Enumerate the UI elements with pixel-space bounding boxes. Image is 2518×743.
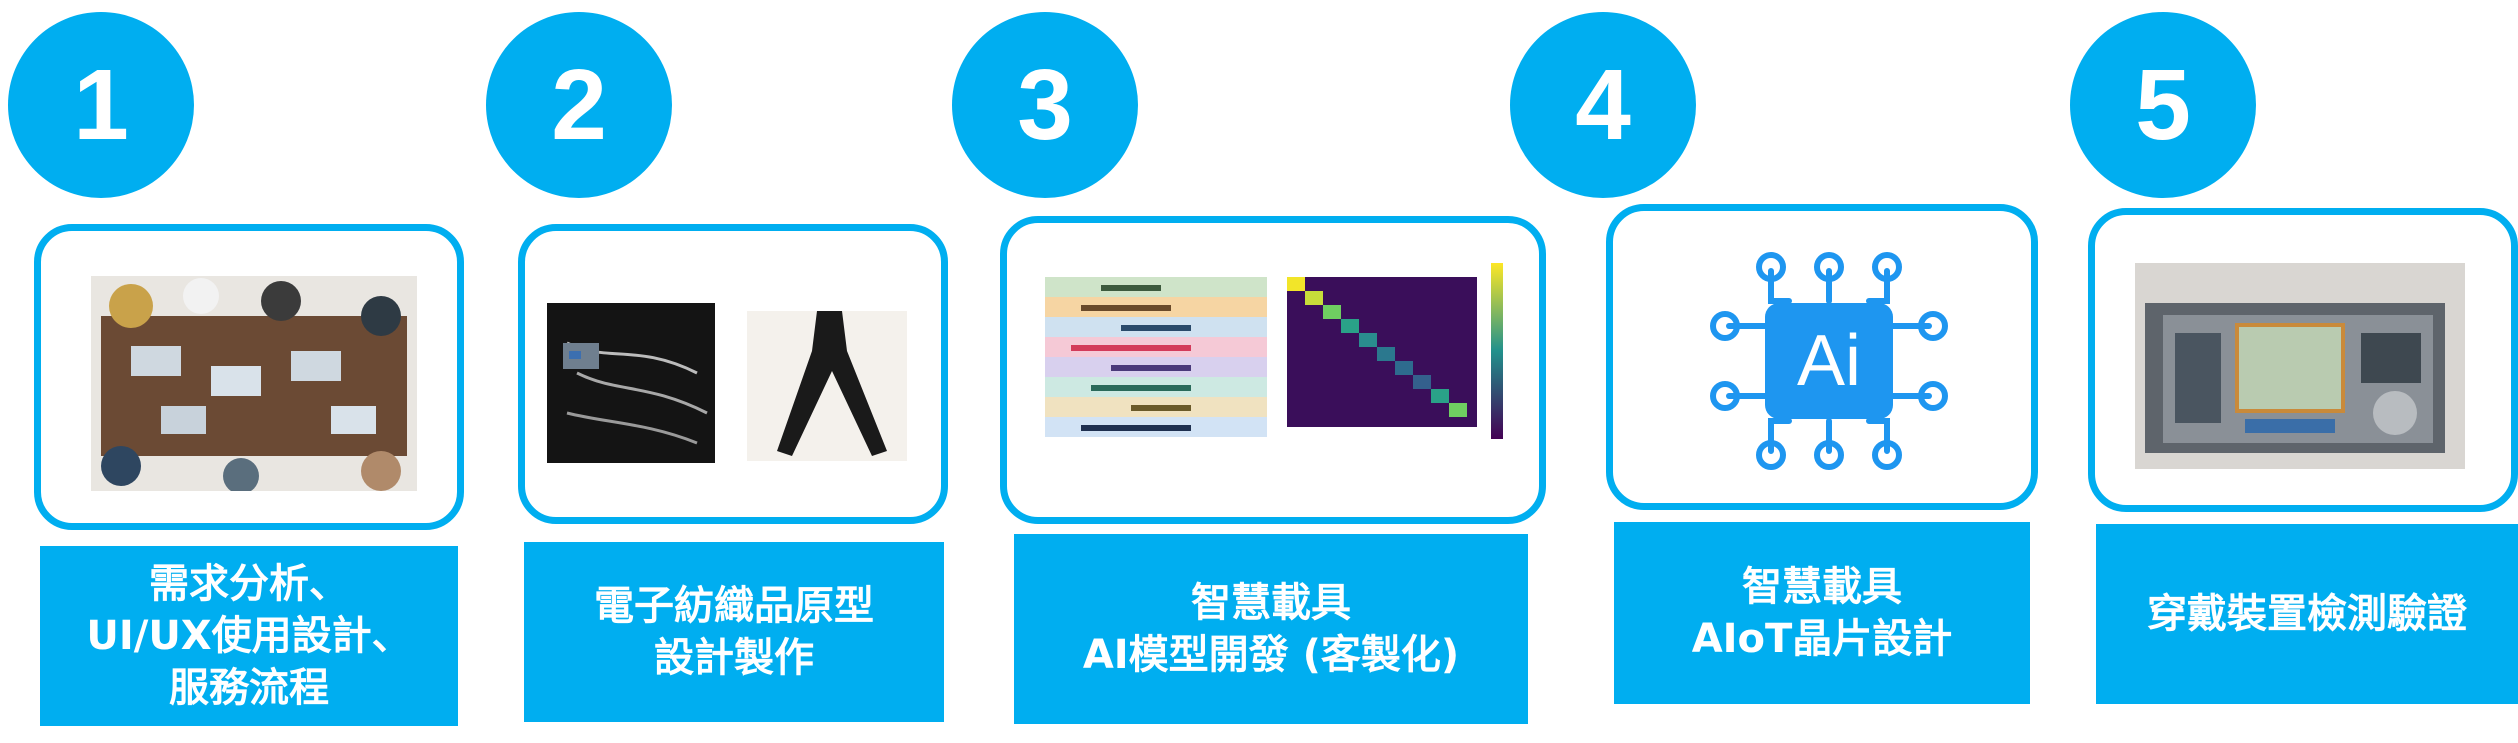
timeline-chart-image	[1041, 273, 1271, 449]
step-3-number-badge: 3	[952, 12, 1138, 198]
step-1-label-text: 需求分析、 UI/UX使用設計、 服務流程	[86, 561, 412, 711]
step-3-image-card	[1000, 216, 1546, 524]
step-1-image-card	[34, 224, 464, 530]
step-4-image-card: Ai	[1606, 204, 2038, 510]
step-4-number-badge: 4	[1510, 12, 1696, 198]
ai-chip-label: Ai	[1796, 321, 1862, 401]
test-instrument-photo	[2135, 263, 2465, 469]
confusion-matrix-image	[1287, 263, 1503, 439]
step-5-image-card	[2088, 208, 2518, 512]
step-5-label-text: 穿戴裝置檢測驗證	[2147, 591, 2467, 637]
e-textile-garment-photo	[547, 303, 715, 463]
step-4-label: 智慧載具 AIoT晶片設計	[1614, 522, 2030, 704]
ai-chip-icon	[1710, 252, 1948, 470]
step-3-label-text: 智慧載具 AI模型開發 (客製化)	[1082, 580, 1460, 678]
step-2-label-text: 電子紡織品原型 設計製作	[594, 583, 874, 681]
e-textile-leggings-photo	[747, 311, 907, 461]
step-1-label: 需求分析、 UI/UX使用設計、 服務流程	[40, 546, 458, 726]
step-3-label: 智慧載具 AI模型開發 (客製化)	[1014, 534, 1528, 724]
step-1-number-badge: 1	[8, 12, 194, 198]
step-2-label: 電子紡織品原型 設計製作	[524, 542, 944, 722]
step-2-image-card	[518, 224, 948, 524]
step-4-label-text: 智慧載具 AIoT晶片設計	[1691, 564, 1953, 662]
meeting-table-photo	[91, 276, 417, 491]
step-5-label: 穿戴裝置檢測驗證	[2096, 524, 2518, 704]
step-2-number-badge: 2	[486, 12, 672, 198]
step-5-number-badge: 5	[2070, 12, 2256, 198]
